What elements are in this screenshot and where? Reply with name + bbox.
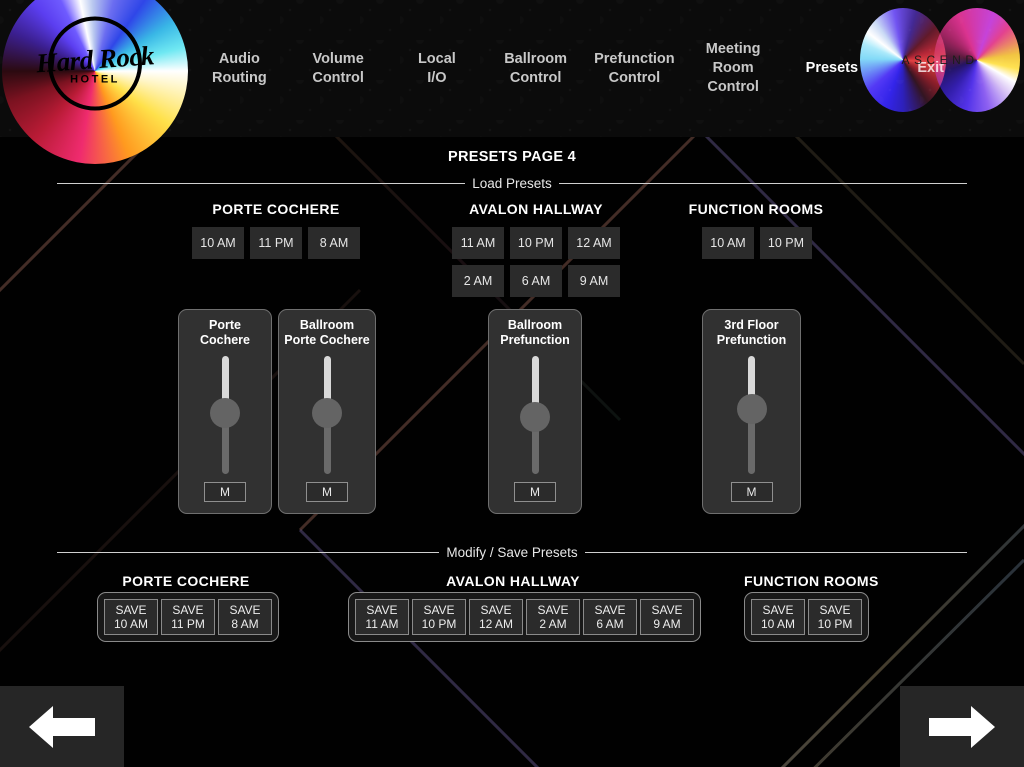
fader-thumb[interactable] — [520, 402, 550, 432]
save-button-group-porte-cochere: SAVE 10 AM SAVE 11 PM SAVE 8 AM — [97, 592, 279, 642]
app-header: Hard Rock HOTEL Audio Routing Volume Con… — [0, 0, 1024, 164]
hard-rock-sub-wordmark: HOTEL — [70, 73, 120, 86]
fader-thumb[interactable] — [312, 398, 342, 428]
divider-line-left — [57, 183, 466, 184]
save-preset-button[interactable]: SAVE 8 AM — [218, 599, 272, 635]
save-group-title-function-rooms: FUNCTION ROOMS — [744, 573, 879, 589]
fader-title: Porte Cochere — [199, 318, 251, 347]
save-preset-button[interactable]: SAVE 10 AM — [751, 599, 805, 635]
next-page-button[interactable] — [900, 686, 1024, 767]
nav-item-prefunction-control[interactable]: Prefunction Control — [594, 50, 675, 86]
arrow-left-icon — [29, 705, 95, 748]
load-preset-button[interactable]: 10 AM — [702, 227, 754, 259]
load-presets-divider: Load Presets — [57, 176, 967, 191]
nav-item-volume-control[interactable]: Volume Control — [312, 50, 364, 86]
nav-item-ballroom-control[interactable]: Ballroom Control — [504, 50, 568, 86]
nav-item-local-io[interactable]: Local I/O — [417, 50, 456, 86]
hard-rock-logo-mark: Hard Rock HOTEL — [33, 2, 157, 126]
save-preset-button[interactable]: SAVE 6 AM — [583, 599, 637, 635]
save-button-group-avalon-hallway: SAVE 11 AM SAVE 10 PM SAVE 12 AM SAVE 2 … — [348, 592, 701, 642]
mute-button[interactable]: M — [306, 482, 348, 502]
fader-title: Ballroom Porte Cochere — [284, 318, 370, 347]
nav-item-audio-routing[interactable]: Audio Routing — [211, 50, 267, 86]
load-preset-button[interactable]: 9 AM — [568, 265, 620, 297]
save-preset-button[interactable]: SAVE 10 PM — [412, 599, 466, 635]
fader-panel-porte-cochere: Porte Cochere M — [178, 309, 272, 514]
load-group-title-avalon-hallway: AVALON HALLWAY — [469, 201, 603, 217]
load-group-title-porte-cochere: PORTE COCHERE — [212, 201, 340, 217]
divider-line-right — [584, 552, 967, 553]
mute-button[interactable]: M — [730, 482, 773, 502]
save-group-title-avalon-hallway: AVALON HALLWAY — [446, 573, 580, 589]
divider-line-left — [57, 552, 440, 553]
mute-button[interactable]: M — [514, 482, 556, 502]
fader-title: Ballroom Prefunction — [500, 318, 570, 347]
ascend-wordmark: ASCEND — [901, 53, 979, 67]
load-preset-button[interactable]: 10 PM — [510, 227, 562, 259]
save-preset-button[interactable]: SAVE 11 AM — [355, 599, 409, 635]
fader-slider[interactable] — [279, 348, 375, 482]
save-button-group-function-rooms: SAVE 10 AM SAVE 10 PM — [744, 592, 869, 642]
load-preset-button[interactable]: 10 PM — [760, 227, 812, 259]
arrow-right-icon — [929, 705, 995, 748]
load-preset-button[interactable]: 11 AM — [452, 227, 504, 259]
page-title: PRESETS PAGE 4 — [447, 149, 577, 165]
main-content: PRESETS PAGE 4 Load Presets PORTE COCHER… — [0, 137, 1024, 767]
save-preset-button[interactable]: SAVE 11 PM — [161, 599, 215, 635]
load-preset-button[interactable]: 12 AM — [568, 227, 620, 259]
fader-panel-3rd-floor-prefunction: 3rd Floor Prefunction M — [702, 309, 801, 514]
fader-thumb[interactable] — [210, 398, 240, 428]
fader-slider[interactable] — [179, 348, 271, 482]
save-presets-divider: Modify / Save Presets — [57, 545, 967, 560]
save-group-title-porte-cochere: PORTE COCHERE — [122, 573, 250, 589]
load-preset-grid-avalon-hallway: 11 AM 10 PM 12 AM 2 AM 6 AM 9 AM — [450, 227, 622, 297]
save-preset-button[interactable]: SAVE 9 AM — [640, 599, 694, 635]
load-preset-button[interactable]: 6 AM — [510, 265, 562, 297]
fader-title: 3rd Floor Prefunction — [716, 318, 787, 347]
fader-slider[interactable] — [703, 348, 800, 482]
load-preset-button[interactable]: 11 PM — [250, 227, 302, 259]
divider-line-right — [558, 183, 967, 184]
save-preset-button[interactable]: SAVE 10 AM — [104, 599, 158, 635]
ascend-logo: ASCEND — [860, 8, 1020, 112]
fader-panel-ballroom-prefunction: Ballroom Prefunction M — [488, 309, 582, 514]
fader-thumb[interactable] — [736, 394, 767, 424]
load-preset-button[interactable]: 8 AM — [308, 227, 360, 259]
save-preset-button[interactable]: SAVE 12 AM — [469, 599, 523, 635]
load-group-title-function-rooms: FUNCTION ROOMS — [688, 201, 824, 217]
load-presets-label: Load Presets — [472, 176, 552, 191]
save-presets-label: Modify / Save Presets — [446, 545, 578, 560]
load-preset-grid-porte-cochere: 10 AM 11 PM 8 AM — [190, 227, 362, 259]
mute-button[interactable]: M — [204, 482, 246, 502]
save-preset-button[interactable]: SAVE 10 PM — [808, 599, 862, 635]
fader-slider[interactable] — [489, 348, 581, 482]
previous-page-button[interactable] — [0, 686, 124, 767]
nav-item-meeting-room-control[interactable]: Meeting Room Control — [705, 41, 761, 95]
load-preset-grid-function-rooms: 10 AM 10 PM — [692, 227, 822, 259]
save-preset-button[interactable]: SAVE 2 AM — [526, 599, 580, 635]
fader-panel-ballroom-porte-cochere: Ballroom Porte Cochere M — [278, 309, 376, 514]
load-preset-button[interactable]: 2 AM — [452, 265, 504, 297]
load-preset-button[interactable]: 10 AM — [192, 227, 244, 259]
